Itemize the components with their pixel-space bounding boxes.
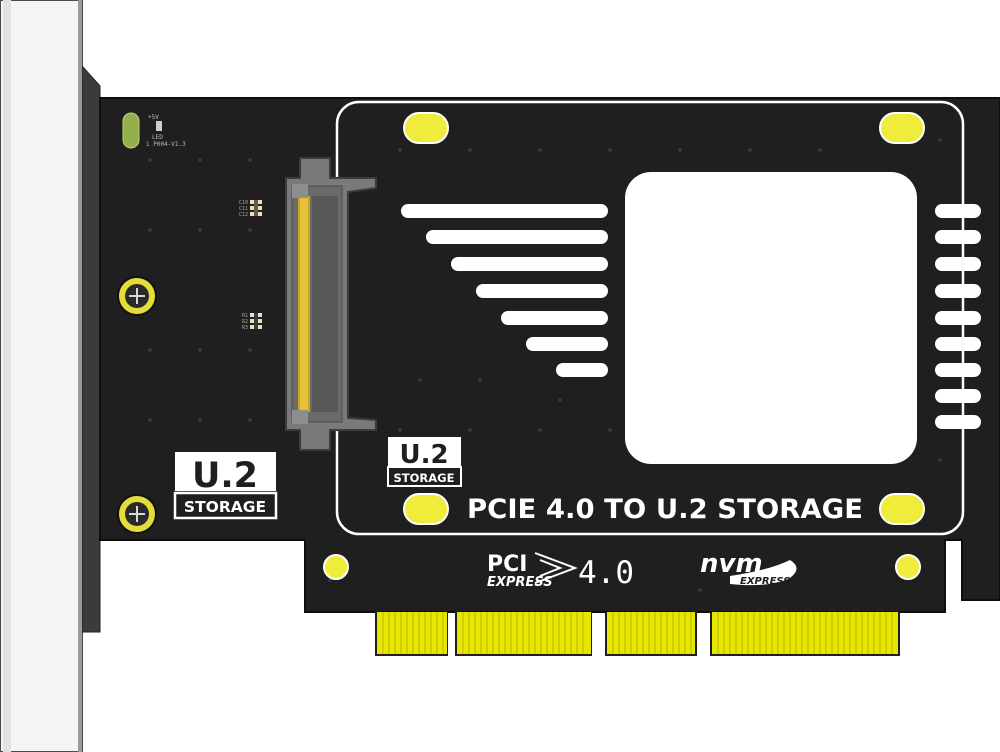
silkscreen-cap-label-3: C12 [239,212,248,218]
capacitor-array [250,200,262,216]
pci-logo-version: 4.0 [578,555,634,591]
nvm-logo-bottom: EXPRESS [740,576,790,587]
nvm-express-logo: nvm EXPRESS [700,549,797,587]
left-badge-subtitle: STORAGE [184,498,266,516]
board-u2-badge: U.2 STORAGE [387,437,462,487]
silkscreen-version-label: i P004-V1.3 [146,141,186,148]
decorative-stripes [401,204,608,377]
pci-express-logo: PCI EXPRESS 4.0 [487,552,634,591]
left-u2-badge: U.2 STORAGE [173,452,278,520]
drive-label-window [625,172,917,464]
silkscreen-res-label-1: R1 [242,313,248,319]
left-badge-title: U.2 [192,456,258,496]
silkscreen-cap-label-2: C11 [239,206,248,212]
board-badge-title: U.2 [399,440,448,470]
silkscreen-led-label: LED [152,134,163,141]
pci-logo-bottom: EXPRESS [487,575,553,590]
silkscreen-res-label-3: R3 [242,325,248,331]
board-badge-subtitle: STORAGE [394,471,455,485]
mounting-bracket [0,0,101,752]
screw-bottom [117,494,157,534]
pcie-gold-fingers [377,612,898,654]
nvm-logo-swoosh-icon [730,560,797,586]
status-led [122,112,162,149]
silkscreen-power-label: +5V [148,114,159,121]
pci-logo-top: PCI [487,552,527,577]
pci-logo-arrow-icon [534,552,578,584]
u2-connector [285,157,377,451]
silkscreen-res-label-2: R2 [242,319,248,325]
vent-slots [935,204,981,429]
silkscreen-cap-label-1: C10 [239,200,248,206]
screw-top [117,276,157,316]
pcb-via-dots [148,138,942,592]
product-headline: PCIE 4.0 TO U.2 STORAGE [467,494,863,525]
resistor-array [250,313,262,329]
mount-pads [323,112,925,580]
